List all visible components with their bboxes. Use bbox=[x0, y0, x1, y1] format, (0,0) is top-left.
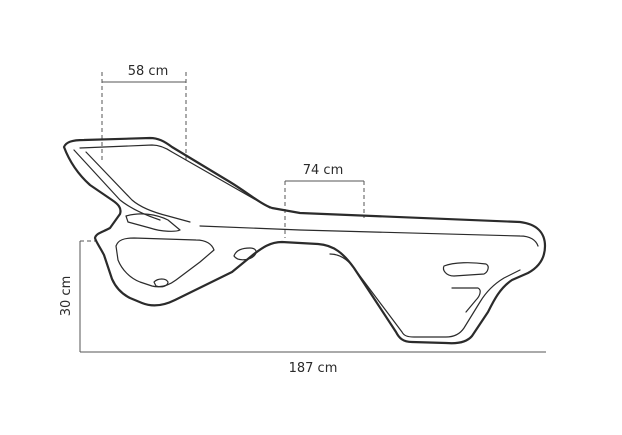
backrest-slat-line bbox=[73, 149, 161, 221]
armrest-cutout bbox=[125, 213, 181, 232]
backrest-dimension: 58 cm bbox=[101, 64, 187, 160]
backrest-inner-frame bbox=[85, 151, 191, 223]
footrest-cutout bbox=[442, 262, 489, 277]
height-dimension-label: 30 cm bbox=[59, 276, 74, 317]
sunlounger-outline bbox=[62, 136, 547, 345]
length-dimension-label: 187 cm bbox=[289, 361, 338, 376]
front-leg-cutout bbox=[153, 278, 169, 288]
rear-leg-inner-profile bbox=[329, 253, 521, 338]
rear-wheel-detail bbox=[451, 287, 481, 313]
handle-slot bbox=[233, 247, 257, 261]
seat-dimension: 74 cm bbox=[284, 163, 365, 238]
seat-inner-line bbox=[199, 225, 539, 247]
seat-dimension-label: 74 cm bbox=[303, 163, 344, 178]
backrest-inner-line bbox=[79, 144, 271, 209]
backrest-dimension-label: 58 cm bbox=[128, 64, 169, 79]
length-dimension: 187 cm bbox=[80, 351, 546, 376]
leg-inner-profile bbox=[115, 237, 215, 288]
height-dimension: 30 cm bbox=[59, 240, 96, 352]
